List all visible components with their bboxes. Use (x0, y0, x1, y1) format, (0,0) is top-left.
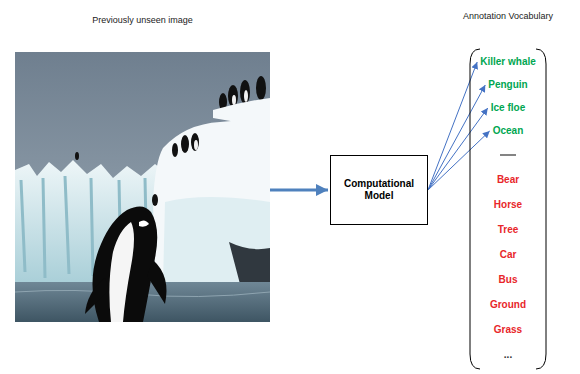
vocabulary-word: Grass (493, 324, 523, 336)
vocabulary-word: Horse (493, 199, 523, 211)
word-label: Tree (498, 224, 519, 236)
separator-dash (500, 154, 516, 155)
right-bracket (536, 49, 546, 369)
vocabulary-word: Bear (496, 174, 520, 186)
annotation-arrow (428, 108, 488, 190)
word-label: Killer whale (480, 56, 536, 68)
vocabulary-list: Killer whalePenguinIce floeOceanBearHors… (468, 48, 548, 370)
vocabulary-word: Car (499, 249, 518, 261)
heading: Annotation Vocabulary (463, 11, 553, 21)
vocabulary-word: Killer whale (479, 56, 537, 68)
word-label: ... (504, 349, 512, 361)
vocabulary-word: Ice floe (490, 102, 526, 114)
word-label: Ground (490, 299, 526, 311)
annotation-arrow (428, 131, 490, 190)
word-label: Ocean (493, 125, 524, 137)
word-label: Grass (494, 324, 522, 336)
word-label: Bus (499, 274, 518, 286)
process-box: Computational Model (330, 155, 428, 225)
word-label: Car (500, 249, 517, 261)
word-label: Penguin (488, 79, 527, 91)
flow-arrow (270, 189, 328, 192)
heading: Previously unseen image (92, 15, 193, 25)
vocabulary-word: Tree (497, 224, 520, 236)
vocabulary-word: ... (503, 349, 513, 361)
annotation-arrow (428, 85, 485, 190)
photo (15, 52, 270, 322)
word-label: Horse (494, 199, 522, 211)
vocabulary-word: Ocean (492, 125, 525, 137)
vocabulary-word: Bus (498, 274, 519, 286)
word-label: Bear (497, 174, 519, 186)
box-label: Computational Model (331, 178, 427, 203)
word-label: Ice floe (491, 102, 525, 114)
vocabulary-word: Ground (489, 299, 527, 311)
left-bracket (470, 49, 480, 369)
vocabulary-word: Penguin (487, 79, 528, 91)
image-frame: Previously unseen image (15, 52, 270, 322)
